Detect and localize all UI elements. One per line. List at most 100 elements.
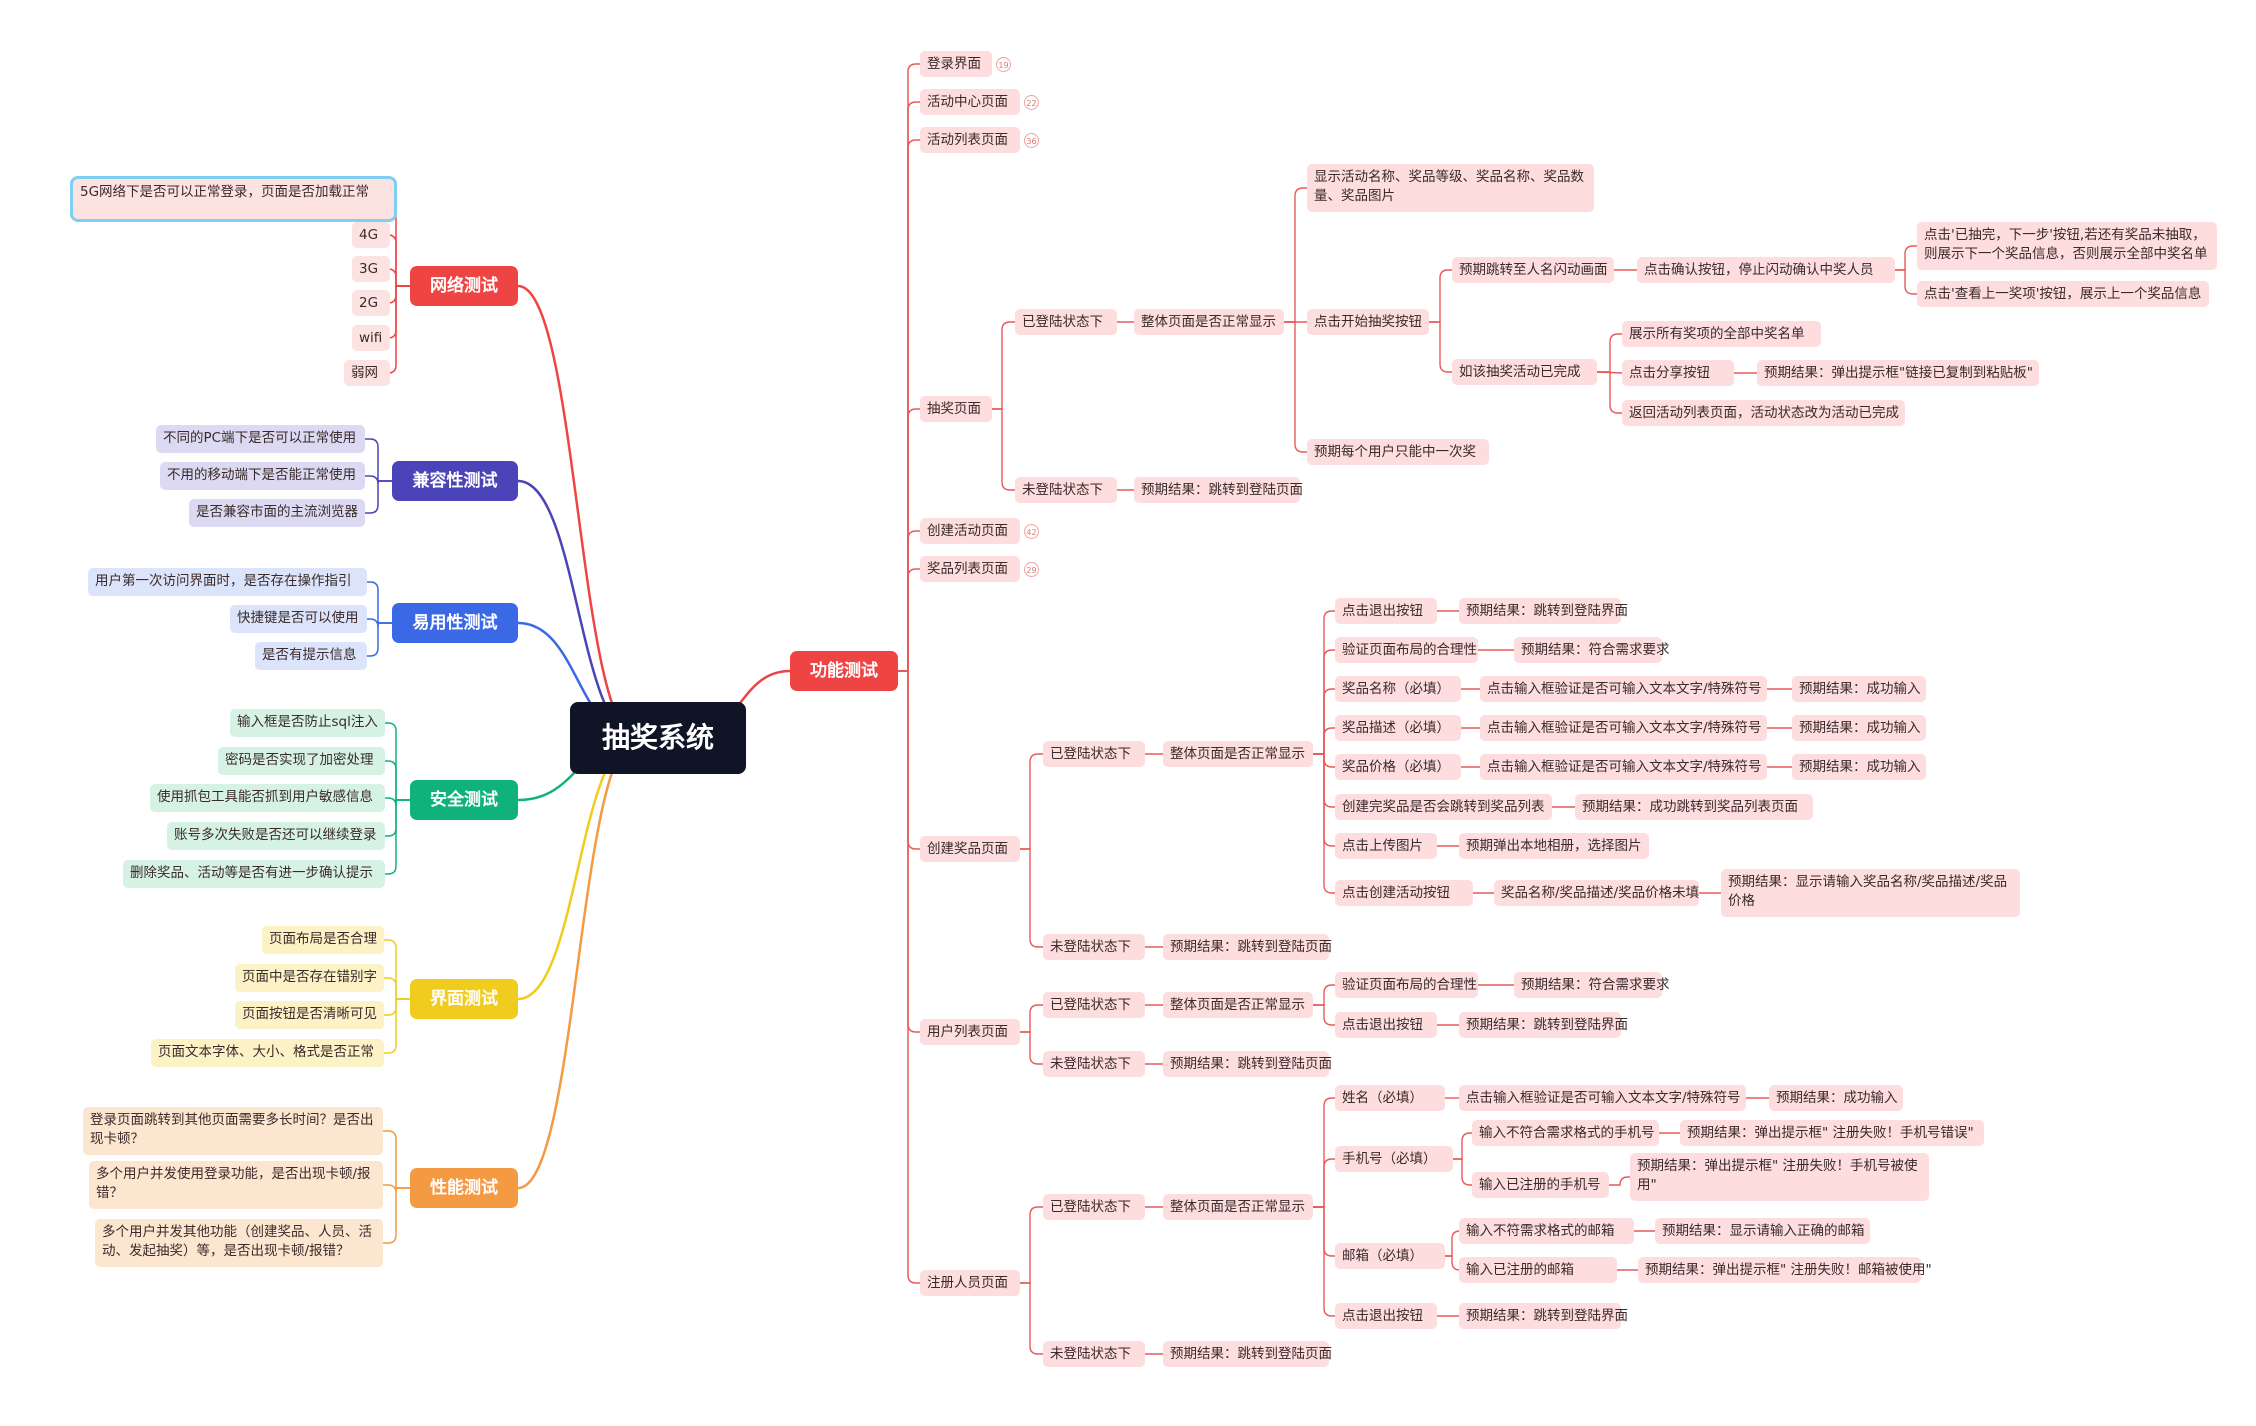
test-case-node[interactable]: 预期结果：跳转到登陆界面 [1459, 598, 1628, 624]
test-case-node[interactable]: 展示所有奖项的全部中奖名单 [1622, 321, 1821, 347]
security-item[interactable]: 账号多次失败是否还可以继续登录 [167, 822, 385, 850]
test-case-node[interactable]: 未登陆状态下 [1015, 477, 1117, 503]
function-page-node[interactable]: 创建奖品页面 [920, 836, 1020, 862]
test-case-node[interactable]: 点击输入框验证是否可输入文本文字/特殊符号 [1480, 754, 1767, 780]
network-item[interactable]: 2G [352, 290, 390, 316]
network-item[interactable]: 3G [352, 256, 390, 282]
test-case-node[interactable]: 已登陆状态下 [1015, 309, 1117, 335]
test-case-node[interactable]: 奖品价格（必填） [1335, 754, 1461, 780]
test-case-node[interactable]: 邮箱（必填） [1335, 1243, 1445, 1269]
compat-item[interactable]: 不用的移动端下是否能正常使用 [160, 462, 365, 490]
test-case-node[interactable]: 点击退出按钮 [1335, 598, 1437, 624]
test-case-node[interactable]: 输入不符需求格式的邮箱 [1459, 1218, 1634, 1244]
test-case-node[interactable]: 点击分享按钮 [1622, 360, 1734, 386]
test-case-node[interactable]: 预期结果：跳转到登陆界面 [1459, 1012, 1628, 1038]
test-case-node[interactable]: 点击'查看上一奖项'按钮，展示上一个奖品信息 [1917, 281, 2209, 307]
security-item[interactable]: 密码是否实现了加密处理 [218, 747, 385, 775]
test-case-node[interactable]: 整体页面是否正常显示 [1134, 309, 1284, 335]
test-case-node[interactable]: 预期结果：跳转到登陆页面 [1134, 477, 1303, 503]
test-case-node[interactable]: 姓名（必填） [1335, 1085, 1445, 1111]
usability-item[interactable]: 用户第一次访问界面时，是否存在操作指引 [88, 568, 367, 596]
test-case-node[interactable]: 整体页面是否正常显示 [1163, 1194, 1313, 1220]
test-case-node[interactable]: 预期结果：弹出提示框" 注册失败！邮箱被使用" [1638, 1257, 1932, 1283]
test-case-node[interactable]: 点击输入框验证是否可输入文本文字/特殊符号 [1459, 1085, 1746, 1111]
network-item[interactable]: 5G网络下是否可以正常登录，页面是否加载正常 [73, 179, 394, 219]
test-case-node[interactable]: 预期结果：成功输入 [1792, 715, 1926, 741]
test-case-node[interactable]: 已登陆状态下 [1043, 1194, 1145, 1220]
test-case-node[interactable]: 奖品名称/奖品描述/奖品价格未填 [1494, 880, 1699, 906]
test-case-node[interactable]: 如该抽奖活动已完成 [1452, 359, 1597, 385]
branch-usability[interactable]: 易用性测试 [392, 603, 518, 643]
test-case-node[interactable]: 预期结果：弹出提示框" 注册失败！手机号被使用" [1630, 1153, 1929, 1201]
test-case-node[interactable]: 验证页面布局的合理性 [1335, 972, 1478, 998]
ui-item[interactable]: 页面中是否存在错别字 [235, 964, 384, 992]
collapsed-count-badge[interactable]: 29 [1024, 562, 1039, 577]
test-case-node[interactable]: 预期结果：跳转到登陆页面 [1163, 1341, 1332, 1367]
test-case-node[interactable]: 预期结果：弹出提示框"链接已复制到粘贴板" [1757, 360, 2039, 386]
function-page-node[interactable]: 活动中心页面 [920, 89, 1020, 115]
test-case-node[interactable]: 创建完奖品是否会跳转到奖品列表 [1335, 794, 1552, 820]
compat-item[interactable]: 不同的PC端下是否可以正常使用 [156, 425, 365, 453]
test-case-node[interactable]: 已登陆状态下 [1043, 992, 1145, 1018]
test-case-node[interactable]: 点击输入框验证是否可输入文本文字/特殊符号 [1480, 676, 1767, 702]
test-case-node[interactable]: 点击退出按钮 [1335, 1012, 1437, 1038]
test-case-node[interactable]: 预期结果：跳转到登陆界面 [1459, 1303, 1628, 1329]
test-case-node[interactable]: 预期弹出本地相册，选择图片 [1459, 833, 1649, 859]
function-page-node[interactable]: 奖品列表页面 [920, 556, 1020, 582]
branch-network[interactable]: 网络测试 [410, 266, 518, 306]
function-page-node[interactable]: 活动列表页面 [920, 127, 1020, 153]
test-case-node[interactable]: 预期结果：跳转到登陆页面 [1163, 934, 1332, 960]
test-case-node[interactable]: 整体页面是否正常显示 [1163, 992, 1313, 1018]
test-case-node[interactable]: 预期结果：成功输入 [1792, 676, 1926, 702]
test-case-node[interactable]: 点击上传图片 [1335, 833, 1437, 859]
branch-function-test[interactable]: 功能测试 [790, 651, 898, 691]
branch-ui[interactable]: 界面测试 [410, 979, 518, 1019]
usability-item[interactable]: 快捷键是否可以使用 [230, 605, 367, 633]
test-case-node[interactable]: 点击创建活动按钮 [1335, 880, 1473, 906]
test-case-node[interactable]: 预期每个用户只能中一次奖 [1307, 439, 1489, 465]
compat-item[interactable]: 是否兼容市面的主流浏览器 [189, 499, 365, 527]
network-item[interactable]: wifi [352, 325, 390, 351]
test-case-node[interactable]: 预期结果：显示请输入奖品名称/奖品描述/奖品价格 [1721, 869, 2020, 917]
ui-item[interactable]: 页面按钮是否清晰可见 [235, 1001, 384, 1029]
test-case-node[interactable]: 点击输入框验证是否可输入文本文字/特殊符号 [1480, 715, 1767, 741]
network-item[interactable]: 弱网 [344, 360, 390, 386]
security-item[interactable]: 使用抓包工具能否抓到用户敏感信息 [150, 784, 385, 812]
test-case-node[interactable]: 预期结果：符合需求要求 [1514, 637, 1670, 663]
test-case-node[interactable]: 预期结果：成功输入 [1792, 754, 1926, 780]
branch-compat[interactable]: 兼容性测试 [392, 461, 518, 501]
security-item[interactable]: 输入框是否防止sql注入 [230, 709, 385, 737]
test-case-node[interactable]: 整体页面是否正常显示 [1163, 741, 1313, 767]
collapsed-count-badge[interactable]: 19 [996, 57, 1011, 72]
test-case-node[interactable]: 验证页面布局的合理性 [1335, 637, 1478, 663]
collapsed-count-badge[interactable]: 36 [1024, 133, 1039, 148]
network-item[interactable]: 4G [352, 222, 390, 248]
test-case-node[interactable]: 预期结果：符合需求要求 [1514, 972, 1670, 998]
branch-perf[interactable]: 性能测试 [410, 1168, 518, 1208]
collapsed-count-badge[interactable]: 22 [1024, 95, 1039, 110]
function-page-node[interactable]: 创建活动页面 [920, 518, 1020, 544]
function-page-node[interactable]: 注册人员页面 [920, 1270, 1020, 1296]
test-case-node[interactable]: 奖品名称（必填） [1335, 676, 1461, 702]
test-case-node[interactable]: 点击'已抽完，下一步'按钮,若还有奖品未抽取，则展示下一个奖品信息，否则展示全部… [1917, 222, 2217, 270]
branch-security[interactable]: 安全测试 [410, 780, 518, 820]
test-case-node[interactable]: 输入已注册的邮箱 [1459, 1257, 1617, 1283]
ui-item[interactable]: 页面布局是否合理 [262, 926, 384, 954]
perf-item[interactable]: 登录页面跳转到其他页面需要多长时间？是否出现卡顿？ [83, 1107, 383, 1155]
root-topic[interactable]: 抽奖系统 [570, 702, 746, 774]
test-case-node[interactable]: 未登陆状态下 [1043, 1051, 1145, 1077]
test-case-node[interactable]: 手机号（必填） [1335, 1146, 1453, 1172]
function-page-node[interactable]: 抽奖页面 [920, 396, 992, 422]
test-case-node[interactable]: 输入不符合需求格式的手机号 [1472, 1120, 1659, 1146]
test-case-node[interactable]: 已登陆状态下 [1043, 741, 1145, 767]
test-case-node[interactable]: 预期跳转至人名闪动画面 [1452, 257, 1614, 283]
function-page-node[interactable]: 用户列表页面 [920, 1019, 1020, 1045]
perf-item[interactable]: 多个用户并发使用登录功能，是否出现卡顿/报错？ [89, 1161, 383, 1209]
test-case-node[interactable]: 未登陆状态下 [1043, 1341, 1145, 1367]
test-case-node[interactable]: 点击退出按钮 [1335, 1303, 1437, 1329]
test-case-node[interactable]: 输入已注册的手机号 [1472, 1172, 1609, 1198]
perf-item[interactable]: 多个用户并发其他功能（创建奖品、人员、活动、发起抽奖）等，是否出现卡顿/报错？ [95, 1219, 383, 1267]
test-case-node[interactable]: 显示活动名称、奖品等级、奖品名称、奖品数量、奖品图片 [1307, 164, 1594, 212]
function-page-node[interactable]: 登录界面 [920, 51, 992, 77]
test-case-node[interactable]: 预期结果：显示请输入正确的邮箱 [1655, 1218, 1870, 1244]
